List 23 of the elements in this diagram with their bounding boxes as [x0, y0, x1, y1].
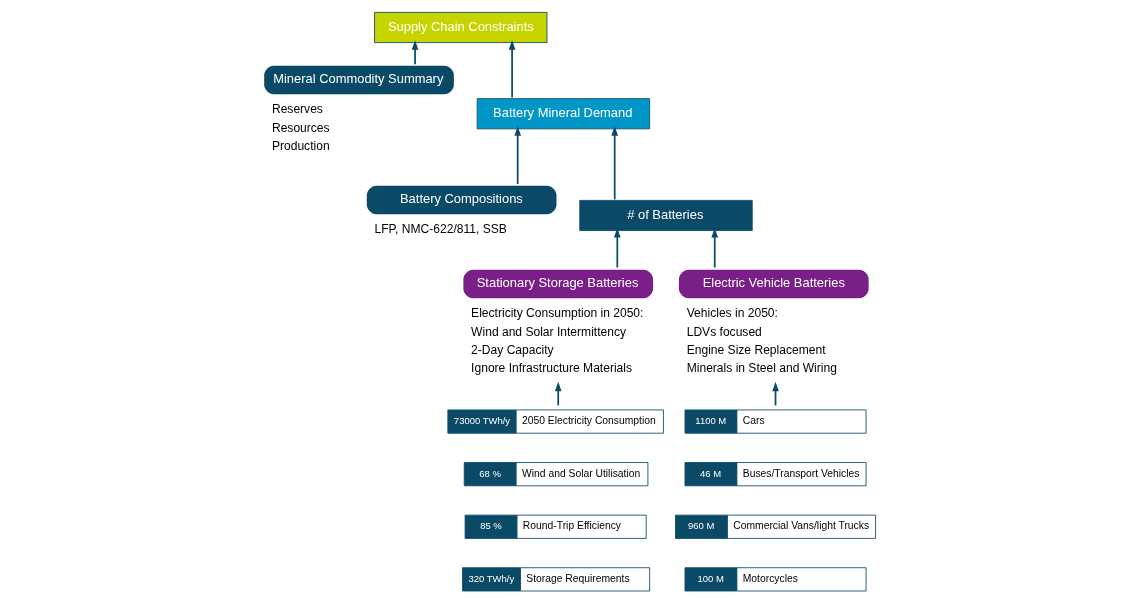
- node-label: Resources: [271, 120, 330, 135]
- arrow: [508, 40, 515, 99]
- node-box: Electric Vehicle Batteries: [678, 269, 869, 299]
- node-label: Production: [271, 138, 330, 153]
- node-label: Wind and Solar Intermittency: [470, 324, 626, 339]
- arrow: [710, 228, 718, 269]
- node-label: Vehicles in 2050:: [686, 306, 778, 321]
- node-label: Engine Size Replacement: [686, 342, 826, 357]
- arrow: [513, 126, 521, 185]
- arrow: [610, 126, 618, 201]
- node-label: 2-Day Capacity: [470, 342, 554, 357]
- arrow: [411, 40, 418, 65]
- arrow: [554, 381, 562, 407]
- node-label: Ignore Infrastructure Materials: [470, 360, 632, 375]
- node-label: Minerals in Steel and Wiring: [686, 360, 837, 375]
- node-label: LFP, NMC-622/811, SSB: [374, 222, 507, 237]
- node-label: Electricity Consumption in 2050:: [470, 306, 643, 321]
- node-box: Stationary Storage Batteries: [462, 269, 653, 299]
- node-box: Mineral Commodity Summary: [263, 65, 454, 95]
- node-label: Reserves: [271, 102, 323, 117]
- node-label: LDVs focused: [686, 324, 762, 339]
- arrow: [613, 228, 621, 269]
- node-box: Battery Compositions: [366, 185, 556, 215]
